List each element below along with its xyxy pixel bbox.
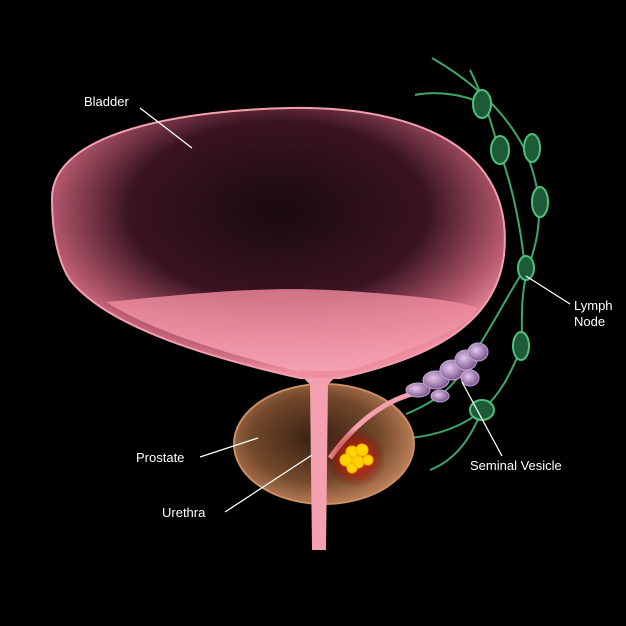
label-bladder: Bladder [84, 94, 129, 109]
bladder [50, 106, 506, 388]
tumor [326, 428, 386, 488]
lymph-nodes [469, 89, 549, 421]
leader-line-seminal [461, 381, 503, 457]
label-lymph-node: Lymph Node [574, 298, 613, 329]
leader-lines [139, 107, 571, 513]
leader-line-urethra [224, 454, 313, 513]
urethra [304, 378, 334, 550]
leader-line-prostate [199, 437, 259, 458]
seminal-vesicle [405, 342, 489, 403]
leader-line-bladder [139, 107, 193, 149]
label-prostate: Prostate [136, 450, 185, 465]
label-seminal-vesicle: Seminal Vesicle [470, 458, 562, 473]
leader-line-lymph [525, 275, 571, 305]
label-urethra: Urethra [162, 505, 206, 520]
